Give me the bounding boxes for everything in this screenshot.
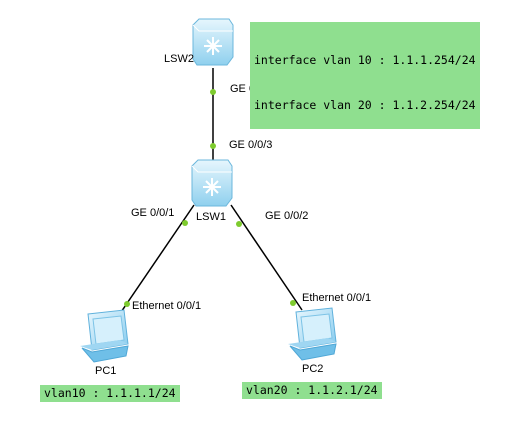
port-dot-pc1-eth: [124, 301, 130, 307]
link-lsw1-pc2: [230, 204, 303, 311]
lsw2-label: LSW2: [164, 53, 194, 65]
port-dot-lsw1-ge001: [182, 220, 188, 226]
port-dot-lsw1-ge002: [236, 221, 242, 227]
port-label-lsw1-ge002: GE 0/0/2: [265, 210, 308, 222]
port-label-lsw1-ge003: GE 0/0/3: [229, 139, 272, 151]
port-dot-pc2-eth: [290, 300, 296, 306]
link-lsw1-pc1: [116, 204, 195, 319]
pc2-label: PC2: [302, 363, 323, 375]
lsw2-vlanif-note: interface vlan 10 : 1.1.1.254/24 interfa…: [250, 22, 480, 129]
pc1-ip-note: vlan10 : 1.1.1.1/24: [40, 385, 180, 402]
lsw2-switch-icon[interactable]: [192, 18, 234, 66]
pc1-computer-icon[interactable]: [80, 309, 129, 363]
pc1-label: PC1: [95, 365, 116, 377]
pc2-computer-icon[interactable]: [288, 307, 337, 361]
lsw1-label: LSW1: [196, 211, 226, 223]
port-label-lsw1-ge001: GE 0/0/1: [131, 207, 174, 219]
pc2-ip-note: vlan20 : 1.1.2.1/24: [242, 382, 382, 399]
port-dot-lsw1-ge003: [210, 143, 216, 149]
lsw2-vlanif-line-2: interface vlan 20 : 1.1.2.254/24: [254, 98, 476, 112]
lsw1-switch-icon[interactable]: [191, 159, 233, 207]
port-label-pc2-eth: Ethernet 0/0/1: [302, 292, 371, 304]
lsw2-vlanif-line-1: interface vlan 10 : 1.1.1.254/24: [254, 53, 476, 67]
port-dot-lsw2-ge001: [210, 89, 216, 95]
port-label-pc1-eth: Ethernet 0/0/1: [132, 300, 201, 312]
